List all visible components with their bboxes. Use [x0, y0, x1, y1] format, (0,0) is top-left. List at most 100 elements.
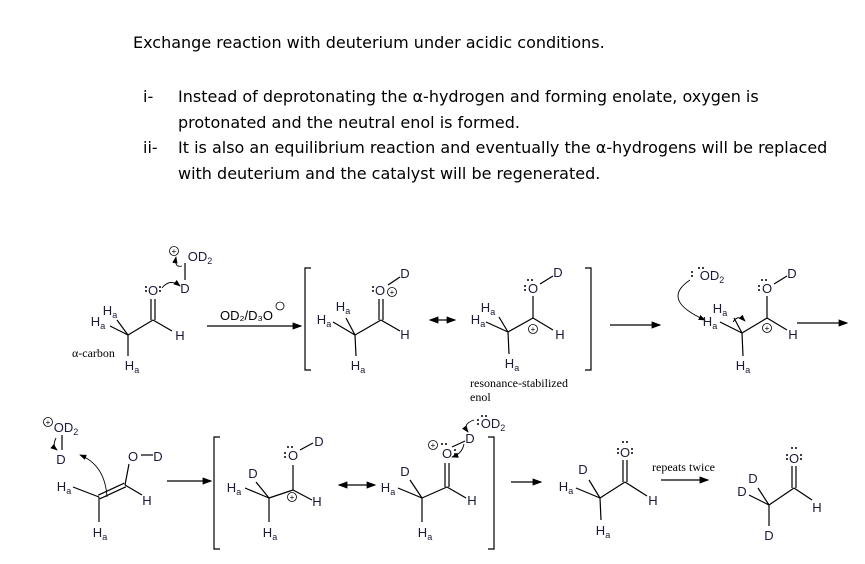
- right-bracket: [585, 267, 592, 371]
- plus-charge-icon: [387, 287, 397, 297]
- point-2: ii- It is also an equilibrium reaction an…: [143, 135, 827, 187]
- bond: [255, 481, 270, 499]
- plus-sign: +: [765, 324, 770, 333]
- plus-sign: +: [290, 493, 295, 502]
- bond: [97, 482, 125, 496]
- resonance-caption: resonance-stabilized: [470, 376, 568, 390]
- atom-label: Ha: [125, 358, 139, 375]
- lone-pair-dot: [284, 452, 286, 454]
- bond: [127, 319, 154, 336]
- bond: [292, 489, 313, 501]
- bond: [421, 486, 448, 499]
- bond: [354, 319, 382, 336]
- lone-pair-dot: [622, 441, 624, 443]
- atom-label: Ha: [596, 523, 610, 540]
- bond: [507, 331, 510, 355]
- lone-pair-dot: [617, 448, 619, 450]
- atom-label: OD2: [481, 416, 506, 433]
- atom-label: O: [528, 281, 538, 296]
- atom-label: O: [442, 446, 452, 461]
- atom-label: OD2: [54, 420, 79, 437]
- bond: [498, 316, 509, 333]
- atom-label: H: [812, 500, 821, 515]
- point-number: ii-: [143, 138, 158, 157]
- lone-pair-dot: [159, 290, 161, 292]
- lone-pair-dot: [800, 454, 802, 456]
- bond: [588, 479, 601, 499]
- atom-label: H: [555, 327, 564, 342]
- bond: [748, 494, 770, 506]
- atom-label: Ha: [93, 525, 107, 542]
- lone-pair-dot: [445, 443, 447, 445]
- curved-arrow: [172, 256, 183, 267]
- atom-label: D: [578, 462, 587, 477]
- atom-label: Ha: [317, 312, 331, 329]
- lone-pair-dot: [691, 271, 693, 273]
- atom-label: H: [400, 327, 409, 342]
- atom-label: O: [375, 283, 385, 298]
- bond: [268, 489, 294, 499]
- atom-label: Ha: [481, 300, 495, 317]
- atom-label: Ha: [418, 525, 432, 542]
- bond: [299, 442, 314, 451]
- atom-label: D: [787, 266, 796, 281]
- lone-pair-dot: [702, 267, 704, 269]
- atom-label: D: [180, 281, 189, 296]
- lone-pair-dot: [291, 446, 293, 448]
- atom-label: O: [762, 281, 772, 296]
- bond: [733, 317, 743, 334]
- lone-pair-dot: [477, 419, 479, 421]
- lone-pair-dot: [372, 286, 374, 288]
- point-text: It is also an equilibrium reaction and e…: [178, 138, 828, 157]
- bond: [124, 463, 130, 486]
- lone-pair-dot: [454, 453, 456, 455]
- curved-arrow: [677, 279, 706, 321]
- bond: [244, 487, 270, 499]
- reagent-label: OD₂/D₃O: [220, 308, 273, 323]
- bond: [757, 487, 770, 506]
- bond: [124, 484, 143, 496]
- atom-label: O: [789, 451, 799, 466]
- lone-pair-dot: [524, 289, 526, 291]
- plus-charge-icon: [428, 440, 438, 450]
- lone-pair-dot: [287, 446, 289, 448]
- bond: [741, 317, 768, 334]
- lone-pair-dot: [477, 423, 479, 425]
- heading: Exchange reaction with deuterium under a…: [133, 33, 605, 52]
- bond: [345, 317, 356, 336]
- atom-label: D: [314, 434, 323, 449]
- atom-label: H: [175, 328, 184, 343]
- plus-sign: +: [172, 247, 177, 256]
- bond: [380, 319, 401, 332]
- plus-sign: +: [431, 441, 436, 450]
- atom-label: D: [553, 265, 562, 280]
- lone-pair-dot: [631, 448, 633, 450]
- lone-pair-dot: [159, 286, 161, 288]
- atom-label: O: [620, 445, 630, 460]
- bond: [532, 317, 554, 331]
- bond: [599, 481, 626, 499]
- left-bracket: [213, 436, 220, 550]
- bond: [72, 486, 100, 498]
- curved-arrow: [451, 443, 465, 458]
- atom-label: Ha: [736, 358, 750, 375]
- bond: [485, 321, 509, 333]
- atom-label: O: [128, 449, 138, 464]
- point-text: with deuterium and the catalyst will be …: [178, 164, 601, 183]
- curved-arrow: [462, 419, 475, 433]
- left-bracket: [304, 267, 311, 371]
- bond: [387, 276, 401, 286]
- plus-sign: +: [531, 325, 536, 334]
- lone-pair-dot: [758, 289, 760, 291]
- bond: [768, 487, 795, 506]
- atom-label: Ha: [57, 479, 71, 496]
- repeats-label: repeats twice: [652, 460, 715, 474]
- bond: [109, 325, 129, 336]
- alpha-carbon-label: α-carbon: [72, 346, 115, 360]
- curved-arrow: [732, 314, 746, 323]
- lone-pair-dot: [691, 275, 693, 277]
- lone-pair-dot: [626, 441, 628, 443]
- atom-label: OD2: [188, 249, 213, 266]
- bond: [397, 487, 423, 499]
- bond: [599, 497, 602, 521]
